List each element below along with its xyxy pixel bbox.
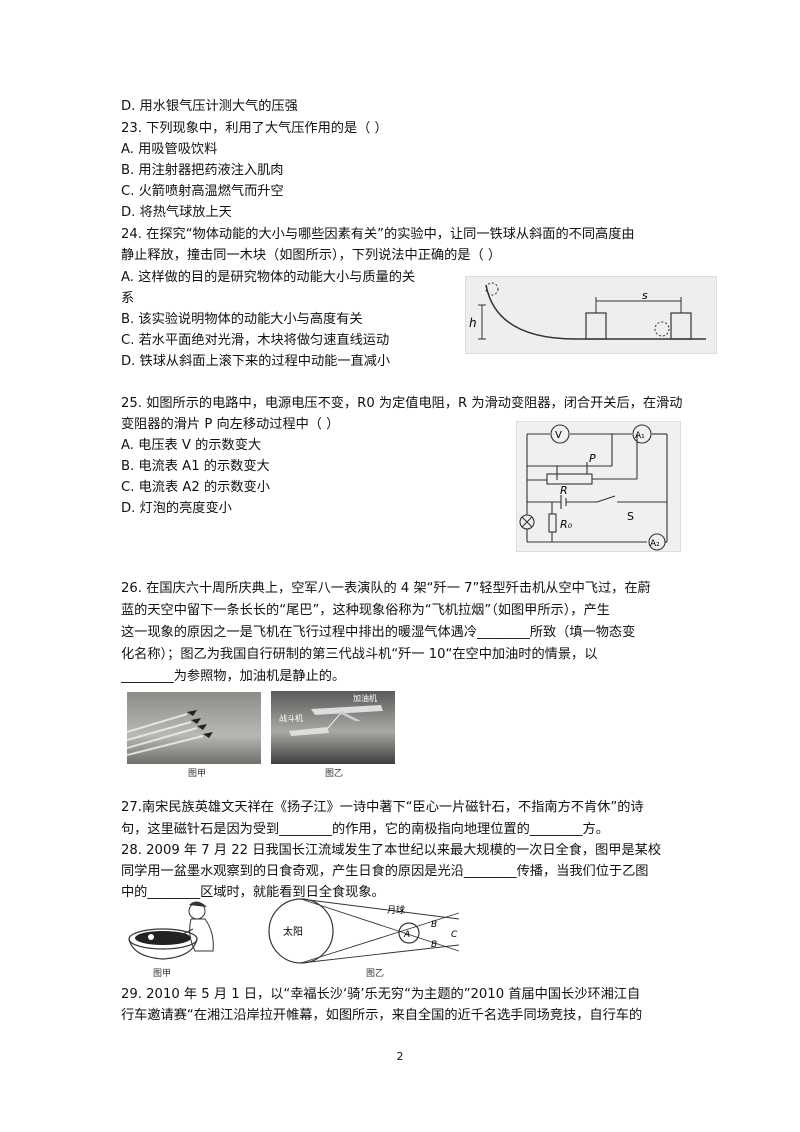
- q26-line4: 化名称）；图乙为我国自行研制的第三代战斗机“歼一 10“在空中加油时的情景，以: [121, 647, 598, 662]
- q28-fig-jia-caption: 图甲: [153, 969, 172, 979]
- q27-line2: 句，这里磁针石是因为受到________的作用，它的南极指向地理位置的_____…: [121, 822, 609, 837]
- airshow-photo: [126, 692, 261, 764]
- q28-line1: 28. 2009 年 7 月 22 日我国长江流域发生了本世纪以来最大规模的一次…: [121, 843, 662, 858]
- q26-line3: 这一现象的原因之一是飞机在飞行过程中排出的暖湿气体遇冷________所致（填一…: [121, 625, 636, 640]
- q29-line2: 行车邀请赛“在湘江沿岸拉开帷幕，如图所示，来自全国的近千名选手同场竞技，自行车的: [121, 1008, 643, 1023]
- q24-option-c: C. 若水平面绝对光滑，木块将做匀速直线运动: [121, 333, 390, 348]
- q24-stem-line1: 24. 在探究“物体动能的大小与哪些因素有关”的实验中，让同一铁球从斜面的不同高…: [121, 227, 635, 242]
- q23-option-b: B. 用注射器把药液注入肌肉: [121, 163, 284, 178]
- q25-option-a: A. 电压表 V 的示数变大: [121, 438, 262, 453]
- q26-fig-yi-caption: 图乙: [325, 769, 344, 779]
- incline-figure: h s: [465, 276, 717, 354]
- q25-stem-line2: 变阻器的滑片 P 向左移动过程中（ ）: [121, 417, 340, 432]
- circuit-switch-label: S: [627, 510, 634, 523]
- q24-option-a-line1: A. 这样做的目的是研究物体的动能大小与质量的关: [121, 270, 416, 285]
- photo-label-tanker: 加油机: [353, 693, 377, 703]
- circuit-voltmeter-label: V: [555, 430, 562, 441]
- q28-line2: 同学用一盆墨水观察到的日食奇观，产生日食的原因是光沿________传播，当我们…: [121, 864, 649, 879]
- q22-option-d: D. 用水银气压计测大气的压强: [121, 99, 298, 114]
- page-number: 2: [396, 1050, 404, 1063]
- incline-label-h: h: [469, 316, 477, 330]
- q28-line3: 中的________区域时，就能看到日全食现象。: [121, 885, 385, 900]
- q24-option-d: D. 铁球从斜面上滚下来的过程中动能一直减小: [121, 354, 391, 369]
- circuit-a2-label: A₂: [650, 539, 660, 549]
- eclipse-label-b-top: B: [431, 920, 437, 930]
- circuit-rheostat-label: R: [560, 484, 568, 497]
- eclipse-figure: 太阳 月球 A B B C: [263, 895, 463, 975]
- q23-stem: 23. 下列现象中，利用了大气压作用的是（ ）: [121, 121, 388, 136]
- q25-stem-line1: 25. 如图所示的电路中，电源电压不变，R0 为定值电阻，R 为滑动变阻器，闭合…: [121, 396, 683, 411]
- circuit-a1-label: A₁: [635, 431, 645, 441]
- q25-option-c: C. 电流表 A2 的示数变小: [121, 480, 270, 495]
- ink-basin-figure: [121, 895, 221, 975]
- q24-option-a-line2: 系: [121, 291, 135, 306]
- q26-line1: 26. 在国庆六十周所庆典上，空军八一表演队的 4 架“歼一 7”轻型歼击机从空…: [121, 581, 651, 596]
- circuit-slider-label: P: [589, 452, 596, 465]
- eclipse-label-a: A: [403, 930, 410, 940]
- q26-fig-jia-caption: 图甲: [188, 769, 207, 779]
- q25-option-d: D. 灯泡的亮度变小: [121, 501, 232, 516]
- q29-line1: 29. 2010 年 5 月 1 日，以“幸福长沙‘骑’乐无穷“为主题的”201…: [121, 987, 641, 1002]
- q25-option-b: B. 电流表 A1 的示数变大: [121, 459, 270, 474]
- q23-option-a: A. 用吸管吸饮料: [121, 142, 218, 157]
- q24-stem-line2: 静止释放，撞击同一木块（如图所示），下列说法中正确的是（ ）: [121, 248, 502, 263]
- q27-line1: 27.南宋民族英雄文天祥在《扬子江》一诗中著下“臣心一片磁针石，不指南方不肯休”…: [121, 800, 644, 815]
- eclipse-label-moon: 月球: [387, 904, 405, 916]
- eclipse-label-c: C: [451, 930, 458, 940]
- refueling-photo: 战斗机 加油机: [271, 691, 395, 764]
- q23-option-d: D. 将热气球放上天: [121, 205, 232, 220]
- incline-label-s: s: [642, 289, 648, 302]
- photo-label-fighter: 战斗机: [279, 713, 303, 723]
- q26-line5: ________为参照物，加油机是静止的。: [121, 669, 346, 684]
- q28-fig-yi-caption: 图乙: [366, 969, 385, 979]
- q24-option-b: B. 该实验说明物体的动能大小与高度有关: [121, 312, 363, 327]
- circuit-figure: V A₁ P R R₀ S A₂: [516, 421, 681, 552]
- q26-line2: 蓝的天空中留下一条长长的“尾巴”，这种现象俗称为“飞机拉烟”（如图甲所示），产生: [121, 603, 610, 618]
- circuit-r0-label: R₀: [560, 518, 573, 531]
- eclipse-label-b-bottom: B: [431, 940, 437, 950]
- eclipse-label-sun: 太阳: [283, 925, 303, 938]
- q23-option-c: C. 火箭喷射高温燃气而升空: [121, 184, 284, 199]
